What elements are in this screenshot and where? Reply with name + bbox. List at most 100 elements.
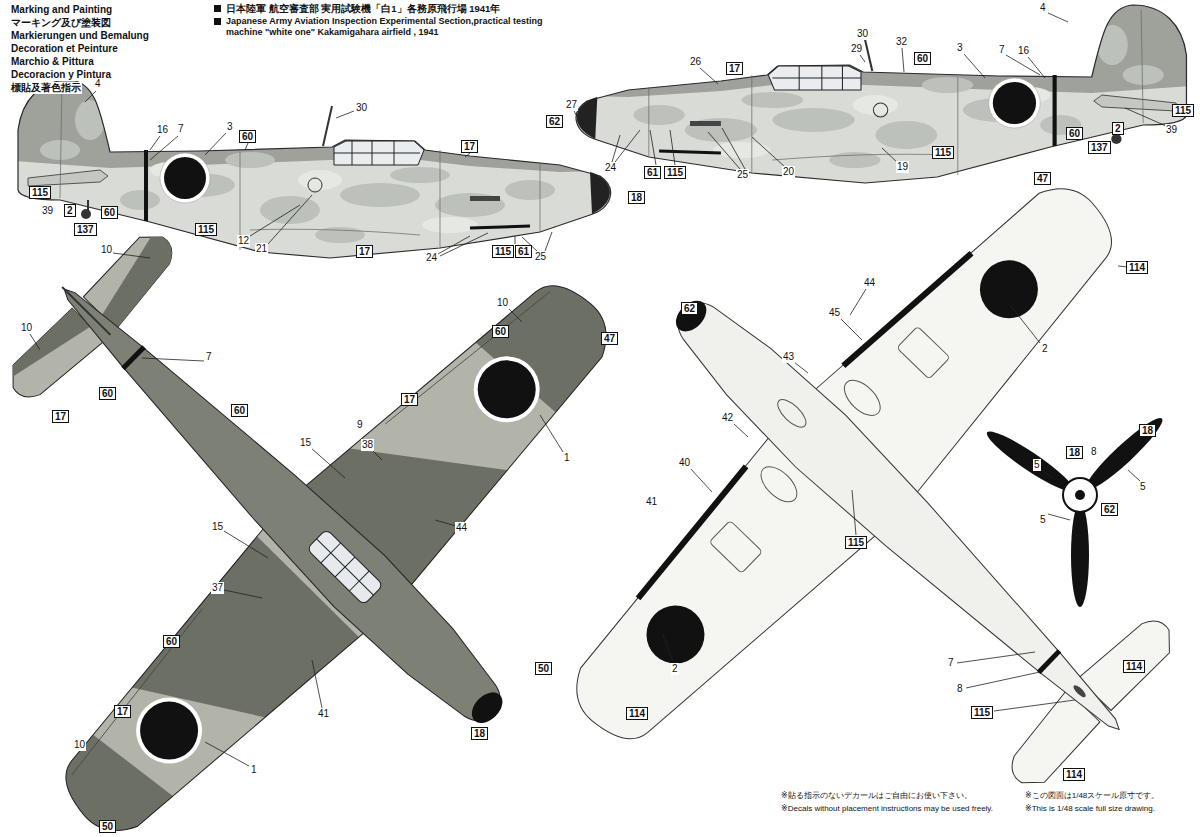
color-code-box: 17	[356, 245, 373, 258]
color-code: 18	[474, 728, 485, 739]
fuselage	[39, 264, 520, 741]
color-code-box: 18	[628, 191, 645, 204]
color-code: 2	[1115, 123, 1121, 134]
radiator	[897, 326, 950, 379]
color-code-box: 137	[1088, 141, 1111, 154]
roundel-ring	[460, 343, 553, 436]
bullet	[214, 18, 221, 25]
color-code: 137	[1091, 142, 1108, 153]
color-code-box: 60	[163, 635, 180, 648]
callout-number: 39	[1165, 124, 1178, 136]
roundel	[466, 348, 548, 430]
propeller	[982, 412, 1168, 607]
propeller-blade	[1071, 503, 1089, 607]
color-code-box: 114	[1123, 660, 1145, 673]
color-code: 61	[518, 246, 529, 257]
callout-number: 7	[205, 351, 213, 363]
color-code-box: 60	[99, 387, 116, 400]
note-text: ※This is 1/48 scale full size drawing.	[1024, 804, 1156, 813]
callout-number: 45	[828, 307, 841, 319]
color-code: 17	[55, 411, 66, 422]
color-code: 115	[848, 537, 864, 548]
color-code: 115	[935, 147, 951, 158]
color-code-box: 61	[644, 166, 661, 179]
color-code-box: 60	[239, 130, 256, 143]
callout-number: 3	[956, 42, 964, 54]
callout-number: 16	[156, 124, 169, 136]
callout-number: 21	[255, 243, 268, 255]
spinner	[1063, 478, 1097, 512]
color-code: 61	[647, 167, 658, 178]
spinner	[670, 295, 712, 338]
color-code: 62	[684, 303, 695, 314]
roundel	[634, 594, 716, 676]
callout-number: 42	[721, 412, 734, 424]
color-code-box: 60	[1066, 127, 1083, 140]
color-code-box: 61	[515, 245, 532, 258]
color-code: 60	[104, 207, 115, 218]
color-code-box: 18	[1066, 446, 1083, 459]
callout-number: 3	[226, 121, 234, 133]
wing	[542, 154, 1147, 773]
callout-number: 25	[736, 169, 749, 181]
heading-text: 標貼及著色指示	[10, 82, 82, 94]
fuselage	[658, 283, 1144, 756]
callout-number: 10	[20, 322, 33, 334]
color-code-box: 47	[601, 332, 618, 345]
color-code: 115	[198, 224, 214, 235]
spinner	[466, 686, 508, 728]
color-code: 115	[667, 167, 683, 178]
right-profile	[546, 0, 1200, 183]
color-code-box: 115	[492, 245, 514, 258]
rudder	[62, 287, 110, 335]
fuselage-band	[1037, 649, 1061, 674]
callout-number: 37	[211, 582, 224, 594]
callout-number: 4	[94, 78, 102, 90]
color-code-box: 62	[1101, 503, 1118, 516]
color-code: 17	[359, 246, 370, 257]
callout-number: 30	[355, 102, 368, 114]
wheel-well	[755, 460, 803, 508]
callout-number: 25	[534, 251, 547, 263]
color-code: 62	[549, 116, 560, 127]
heading-text: マーキング及び塗装図	[10, 17, 112, 29]
color-code: 115	[974, 707, 990, 718]
color-code-box: 17	[401, 393, 418, 406]
heading-text: Marking and Painting	[10, 4, 113, 16]
color-code: 60	[166, 636, 177, 647]
color-code: 18	[631, 192, 642, 203]
color-code: 114	[1066, 769, 1082, 780]
callout-number: 41	[645, 496, 658, 508]
callout-number: 8	[1090, 446, 1098, 458]
color-code: 60	[1069, 128, 1080, 139]
callout-number: 12	[237, 235, 250, 247]
color-code: 47	[604, 333, 615, 344]
callout-number: 26	[689, 56, 702, 68]
tail-wheel	[1072, 683, 1088, 698]
color-code: 115	[1175, 105, 1191, 116]
callout-number: 15	[211, 521, 224, 533]
oil-cooler	[773, 395, 810, 432]
callout-number: 5	[1139, 481, 1147, 493]
left-profile	[0, 0, 640, 258]
caption-text: 日本陸軍 航空審査部 実用試験機「白1」各務原飛行場 1941年	[225, 4, 501, 15]
color-code: 50	[538, 663, 549, 674]
callout-number: 2	[1041, 343, 1049, 355]
color-code: 17	[117, 706, 128, 717]
color-code-box: 18	[1139, 424, 1156, 437]
color-code-box: 115	[1172, 104, 1194, 117]
camouflage-patch	[457, 241, 655, 439]
color-code-box: 137	[74, 223, 97, 236]
color-code-box: 62	[546, 115, 563, 128]
color-code-box: 60	[231, 404, 248, 417]
callout-number: 5	[1033, 459, 1041, 471]
callout-number: 15	[299, 437, 312, 449]
callout-number: 44	[455, 522, 468, 534]
color-code: 2	[67, 205, 73, 216]
color-code: 50	[102, 821, 113, 832]
color-code-box: 115	[195, 223, 217, 236]
color-code-box: 50	[99, 820, 116, 833]
callout-number: 41	[317, 708, 330, 720]
callout-number: 10	[496, 297, 509, 309]
